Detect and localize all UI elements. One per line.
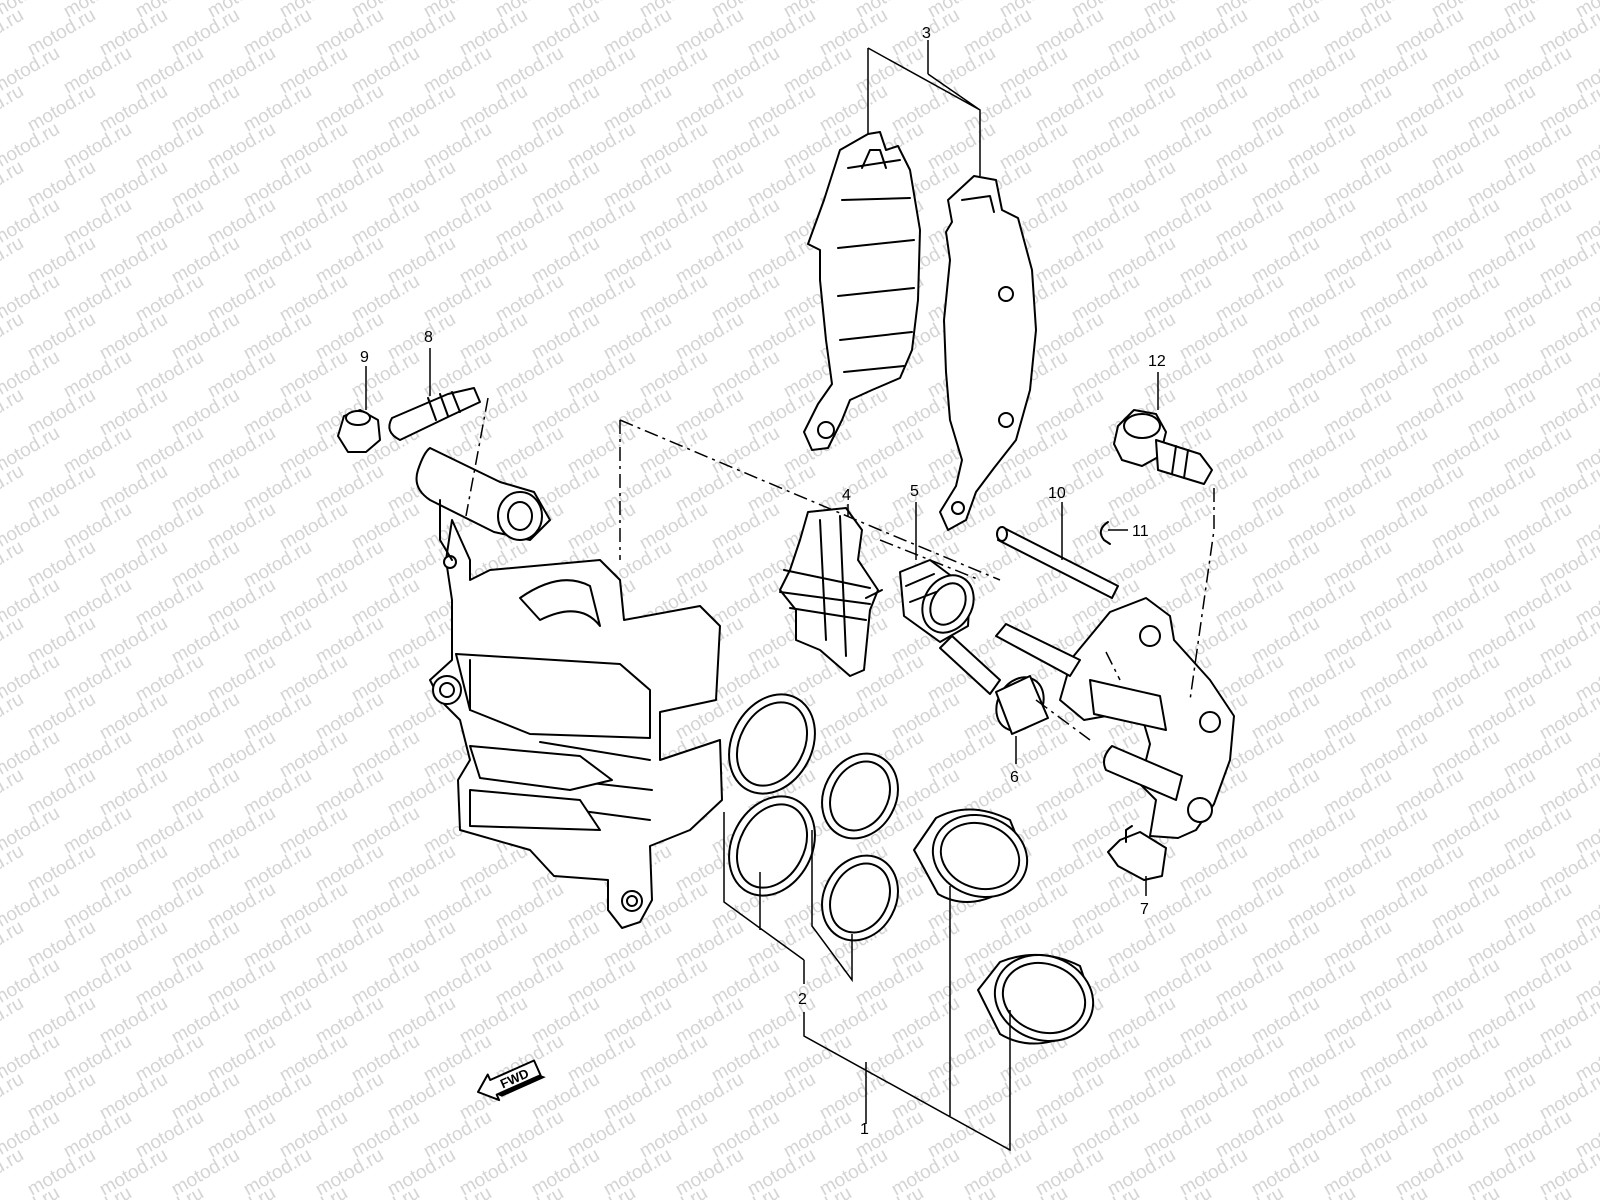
part-piston-seal-set [728,693,899,942]
callout-1: 1 [860,1121,869,1138]
part-bleeder-cap [337,409,381,453]
callout-7: 7 [1140,901,1149,918]
watermark-text: motod.ru [0,917,27,973]
callout-labels: 3 8 9 12 4 5 10 11 6 7 2 1 [360,25,1166,1138]
callout-4: 4 [842,487,851,504]
watermark-text: motod.ru [0,993,27,1049]
leader-lines [365,40,1159,1152]
watermark-text: motod.ru [1572,1183,1600,1200]
callout-2: 2 [798,991,807,1008]
callout-12: 12 [1148,353,1166,370]
assembly-lines [465,397,1215,741]
callout-3: 3 [922,25,931,42]
part-brake-pad-set [803,131,1037,531]
watermark-text: motod.ru [0,233,27,289]
watermark-text: motod.ru [0,309,27,365]
callout-8: 8 [424,329,433,346]
watermark-text: motod.ru [0,5,27,61]
watermark-text: motod.ru [0,157,27,213]
callout-6: 6 [1010,769,1019,786]
watermark-text: motod.ru [0,537,27,593]
arrow-left-icon [477,1059,542,1102]
watermark-text: motod.ru [0,841,27,897]
watermark-text: motod.ru [0,385,27,441]
watermark-text: motod.ru [0,461,27,517]
watermark-text: motod.ru [0,81,27,137]
watermark-text: motod.ru [0,689,27,745]
watermark-text: motod.ru [0,613,27,669]
part-bleeder-valve [388,387,481,441]
part-bracket-clip [1107,825,1167,881]
part-pad-pin [996,526,1119,599]
part-caliper-bracket [995,597,1235,839]
watermark-text: motod.ru [0,765,27,821]
part-slide-pin [939,635,1049,735]
callout-5: 5 [910,483,919,500]
part-piston-set [913,808,1095,1045]
watermark-text: motod.ru [0,1069,27,1125]
part-mounting-bolt [1113,409,1213,485]
callout-9: 9 [360,349,369,366]
part-pad-spring [779,507,883,677]
part-caliper-body [415,447,723,929]
callout-10: 10 [1048,485,1066,502]
part-boot [899,559,975,643]
watermark-text: motod.ru [0,1145,27,1200]
part-pin-clip [1099,521,1111,545]
callout-11: 11 [1132,523,1149,540]
